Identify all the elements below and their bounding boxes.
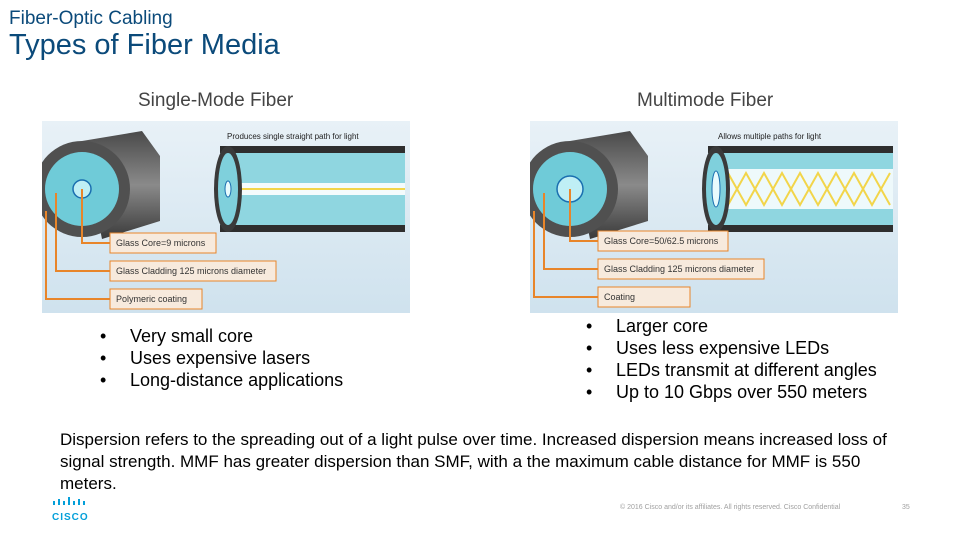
single-mode-bullet-2: Uses expensive lasers — [100, 347, 343, 369]
multimode-bullets: Larger core Uses less expensive LEDs LED… — [586, 315, 877, 403]
multimode-heading: Multimode Fiber — [637, 90, 774, 111]
cisco-bridge-icon — [53, 497, 85, 505]
single-mode-label-coating: Polymeric coating — [116, 294, 187, 304]
multimode-bullet-3: LEDs transmit at different angles — [586, 359, 877, 381]
multimode-bullet-1: Larger core — [586, 315, 877, 337]
single-mode-label-core: Glass Core=9 microns — [116, 238, 206, 248]
section-subtitle: Fiber-Optic Cabling — [9, 8, 173, 29]
single-mode-label-cladding: Glass Cladding 125 microns diameter — [116, 266, 266, 276]
single-mode-top-label: Produces single straight path for light — [227, 132, 359, 141]
page-title: Types of Fiber Media — [9, 29, 280, 61]
single-mode-diagram: Produces single straight path for light … — [42, 121, 410, 313]
single-mode-bullet-1: Very small core — [100, 325, 343, 347]
multimode-bullet-4: Up to 10 Gbps over 550 meters — [586, 381, 877, 403]
page-number: 35 — [902, 504, 910, 511]
multimode-top-label: Allows multiple paths for light — [718, 132, 822, 141]
dispersion-note: Dispersion refers to the spreading out o… — [60, 430, 887, 493]
multimode-bullet-2: Uses less expensive LEDs — [586, 337, 877, 359]
cisco-logo: CISCO — [52, 494, 92, 523]
single-mode-heading: Single-Mode Fiber — [138, 90, 294, 111]
single-mode-bullet-3: Long-distance applications — [100, 369, 343, 391]
cisco-logo-text: CISCO — [52, 512, 89, 523]
copyright-text: © 2016 Cisco and/or its affiliates. All … — [620, 504, 841, 511]
multimode-label-cladding: Glass Cladding 125 microns diameter — [604, 264, 754, 274]
multimode-label-core: Glass Core=50/62.5 microns — [604, 236, 719, 246]
multimode-diagram: Allows multiple paths for light Glass Co… — [530, 121, 898, 313]
multimode-label-coating: Coating — [604, 292, 635, 302]
single-mode-bullets: Very small core Uses expensive lasers Lo… — [100, 325, 343, 391]
